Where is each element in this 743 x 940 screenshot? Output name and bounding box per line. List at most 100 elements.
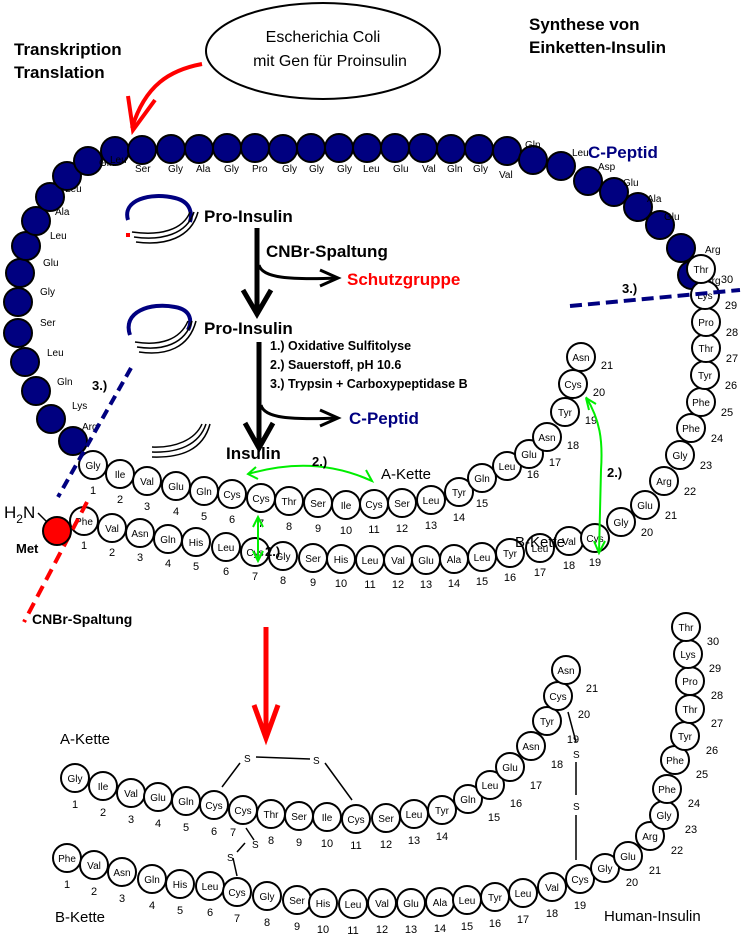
- residue-number: 27: [726, 353, 738, 365]
- residue-number: 11: [368, 524, 379, 536]
- residue-number: 21: [601, 360, 613, 372]
- residue-number: 5: [177, 905, 183, 917]
- residue-name: Gln: [447, 164, 463, 175]
- residue-name: Glu: [403, 899, 419, 910]
- residue-name: Leu: [406, 810, 423, 821]
- residue-number: 17: [534, 567, 546, 579]
- residue-name: Pro: [252, 164, 268, 175]
- residue-name: Ala: [433, 898, 448, 909]
- residue-name: Cys: [205, 801, 222, 812]
- residue-name: Arg: [656, 477, 672, 488]
- c-residue-ala: Ala: [184, 134, 214, 175]
- c-residue-ala: Ala: [21, 206, 70, 236]
- residue-number: 5: [193, 561, 199, 573]
- sulfur-a6: S: [244, 754, 251, 765]
- residue-name: Leu: [345, 900, 362, 911]
- residue-number: 24: [711, 433, 723, 445]
- residue-number: 17: [549, 457, 561, 469]
- residue-name: Ile: [341, 501, 352, 512]
- residue-name: Gly: [309, 164, 324, 175]
- residue-number: 19: [567, 734, 579, 746]
- residue-number: 13: [405, 924, 417, 936]
- residue-name: Tyr: [540, 717, 555, 728]
- sulfur-b19: S: [573, 802, 580, 813]
- main-title: Synthese von Einketten-Insulin: [529, 15, 666, 57]
- residue-number: 22: [684, 486, 696, 498]
- residue-name: Thr: [694, 265, 710, 276]
- c-residue-leu: Leu: [10, 347, 64, 377]
- residue-name: Gln: [144, 875, 160, 886]
- c-residue-glu: Glu: [5, 258, 59, 288]
- b-chain-bottom: Phe1Val2Asn3Gln4His5Leu6Cys7Gly8Ser9His1…: [52, 612, 723, 937]
- residue-name: Leu: [47, 348, 64, 359]
- residue-number: 9: [310, 577, 316, 589]
- residue-number: 12: [396, 523, 408, 535]
- residue-name: Gln: [525, 140, 541, 151]
- residue-name: Tyr: [452, 488, 467, 499]
- c-residue-glu: Glu: [599, 177, 639, 207]
- residue-name: Gln: [178, 797, 194, 808]
- residue-number: 26: [725, 380, 737, 392]
- residue-number: 19: [589, 557, 601, 569]
- residue-number: 11: [350, 840, 361, 852]
- residue-name: Arg: [82, 422, 98, 433]
- residue-name: Arg: [705, 245, 721, 256]
- residue-name: Ala: [196, 164, 211, 175]
- residue-number: 11: [347, 925, 358, 937]
- residue-glu: Glu 13: [396, 888, 426, 936]
- residue-number: 5: [183, 822, 189, 834]
- residue-name: Ser: [291, 812, 307, 823]
- c-residue-gln: Gln: [21, 376, 73, 406]
- residue-name: Thr: [282, 497, 298, 508]
- residue-name: Lys: [680, 650, 695, 661]
- residue-number: 20: [641, 527, 653, 539]
- residue-name: Gly: [168, 164, 183, 175]
- residue-name: Leu: [362, 556, 379, 567]
- residue-name: Ser: [310, 499, 326, 510]
- residue-name: Asp: [598, 162, 616, 173]
- residue-name: Tyr: [678, 732, 693, 743]
- residue-number: 3: [128, 814, 134, 826]
- residue-name: Asn: [557, 666, 574, 677]
- residue-name: Glu: [168, 482, 184, 493]
- residue-name: Asn: [522, 742, 539, 753]
- residue-name: Ser: [378, 814, 394, 825]
- residue-name: Leu: [572, 148, 589, 159]
- residue-name: Phe: [666, 756, 684, 767]
- residue-leu: Leu 11: [338, 889, 368, 937]
- residue-name: Gly: [68, 774, 83, 785]
- residue-tyr: Tyr 19: [532, 706, 579, 746]
- residue-name: Ile: [322, 813, 333, 824]
- c-residue-gly: Gly: [324, 133, 354, 175]
- residue-name: Ala: [447, 555, 462, 566]
- residue-name: Val: [105, 524, 119, 535]
- residue-number: 9: [294, 921, 300, 933]
- c-residue-glu: Glu: [380, 133, 410, 175]
- residue-number: 17: [517, 914, 529, 926]
- c-residue-glu: Glu: [645, 210, 680, 240]
- c-residue-pro: Pro: [240, 133, 270, 175]
